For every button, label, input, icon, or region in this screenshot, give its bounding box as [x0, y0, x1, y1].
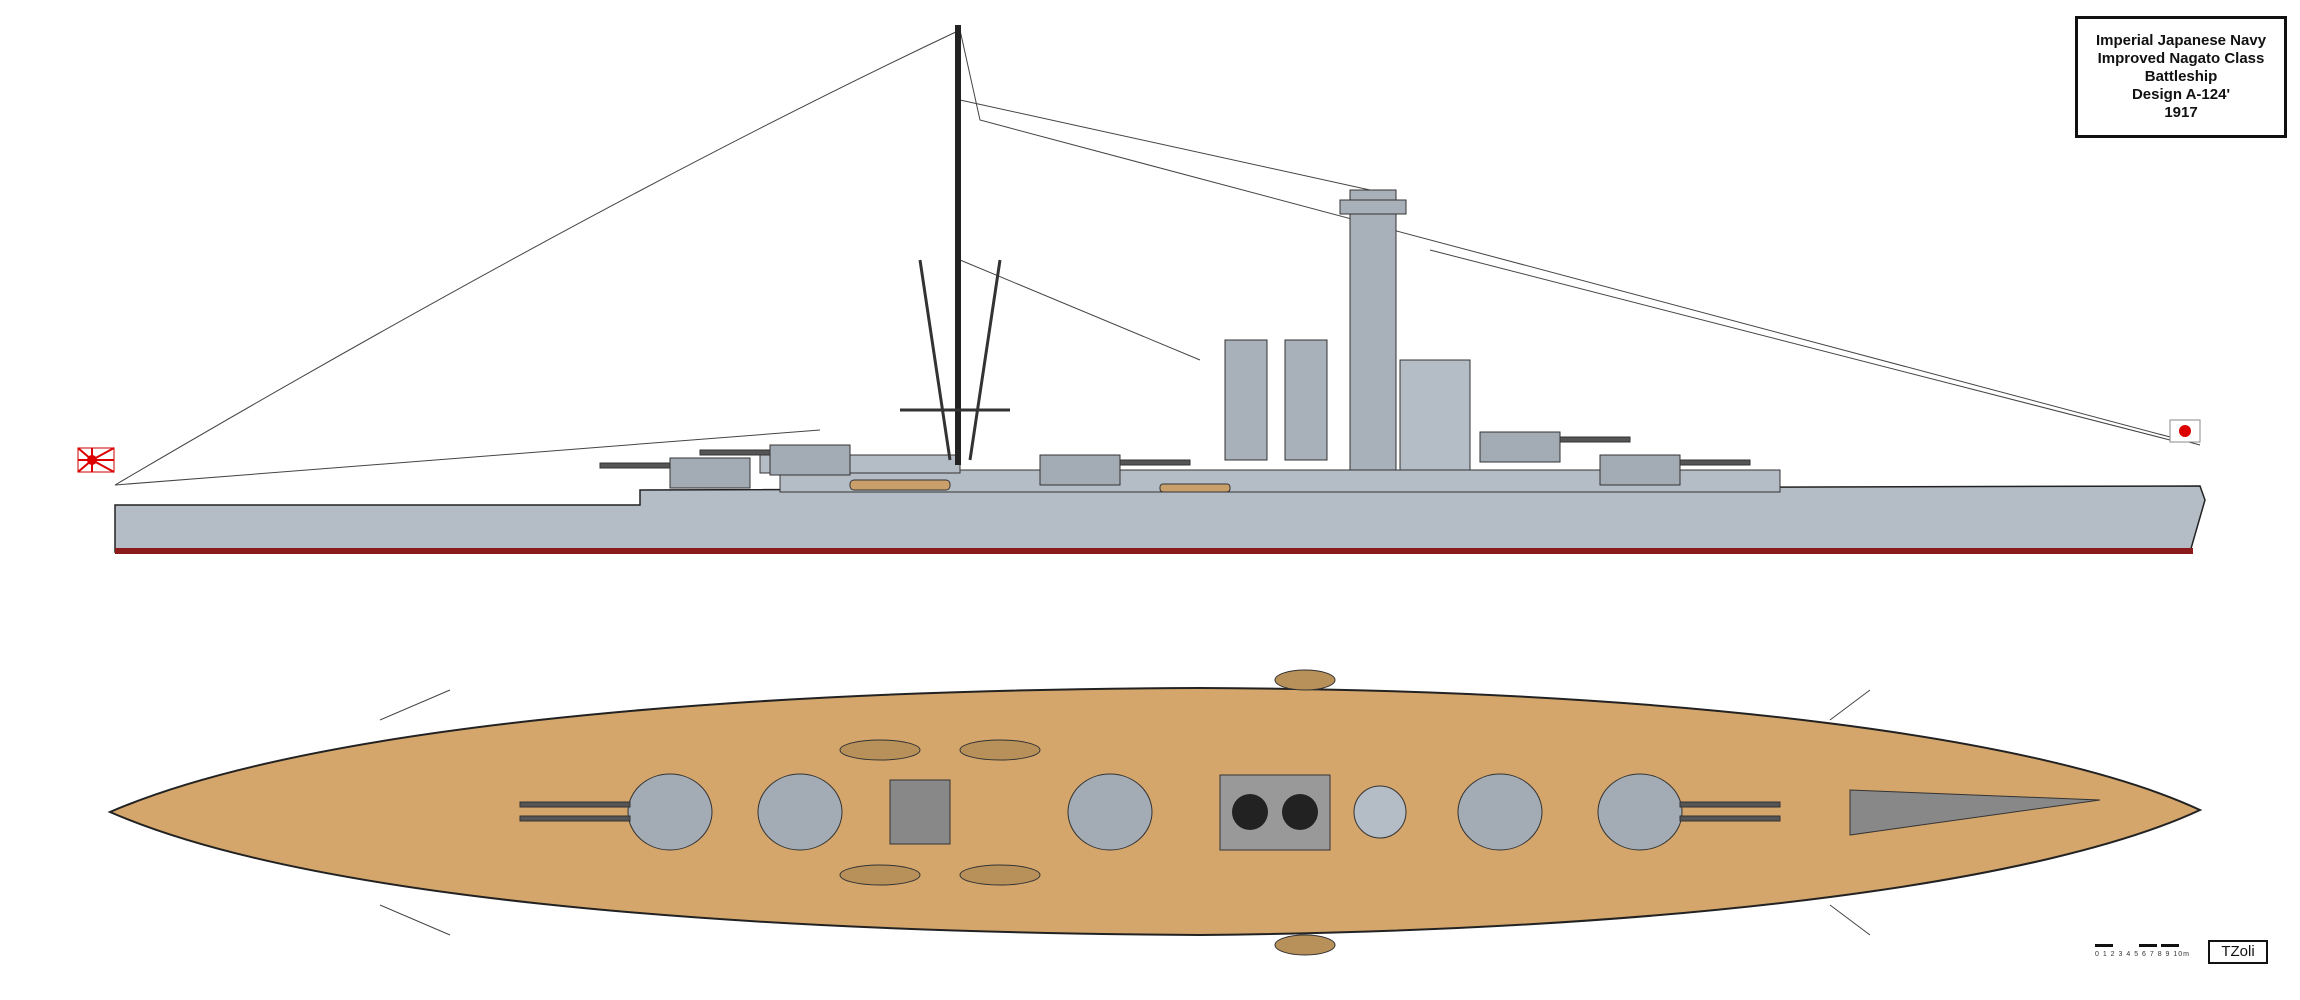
- turret: [1039, 454, 1121, 486]
- side-hull: [114, 485, 2206, 553]
- title-line-year: 1917: [2164, 104, 2198, 121]
- japanese-flag: [2169, 419, 2201, 443]
- turret: [1067, 773, 1153, 851]
- title-block: Imperial Japanese Navy Improved Nagato C…: [2075, 16, 2287, 138]
- turret: [1457, 773, 1543, 851]
- rigging-lines: [114, 29, 2201, 486]
- boats: [839, 669, 1336, 956]
- turret: [769, 444, 851, 476]
- turret: [1479, 431, 1561, 463]
- artist-signature: TZoli: [2208, 940, 2268, 964]
- title-line-class: Improved Nagato Class: [2097, 50, 2265, 67]
- funnel-rear: [1284, 339, 1328, 461]
- deck: [107, 686, 2203, 937]
- title-line-design: Design A-124': [2131, 86, 2231, 103]
- superstructure: [779, 469, 1781, 493]
- turret: [669, 457, 751, 489]
- turret: [1597, 773, 1683, 851]
- funnel-front: [1224, 339, 1268, 461]
- waterline: [115, 548, 2193, 554]
- mast-base: [889, 779, 951, 845]
- boat: [849, 479, 951, 491]
- side-profile-view: [77, 25, 2206, 554]
- foremast: [955, 25, 961, 465]
- forecastle-fittings: [1849, 789, 2101, 836]
- scale-bar-label: 0 1 2 3 4 5 6 7 8 9 10m: [2095, 951, 2190, 958]
- side-turrets: [599, 431, 1751, 489]
- bridge-top: [1353, 785, 1407, 839]
- title-line-type: Battleship: [2144, 68, 2218, 85]
- rising-sun-ensign: [77, 447, 115, 473]
- scale-bar: 0 1 2 3 4 5 6 7 8 9 10m: [2095, 944, 2205, 968]
- turret: [757, 773, 843, 851]
- top-plan-view: [107, 669, 2203, 956]
- title-line-navy: Imperial Japanese Navy: [2095, 32, 2267, 49]
- turret: [1599, 454, 1681, 486]
- bridge-tower: [1349, 189, 1397, 471]
- turret: [627, 773, 713, 851]
- boat: [1159, 483, 1231, 493]
- top-turrets: [519, 773, 1781, 851]
